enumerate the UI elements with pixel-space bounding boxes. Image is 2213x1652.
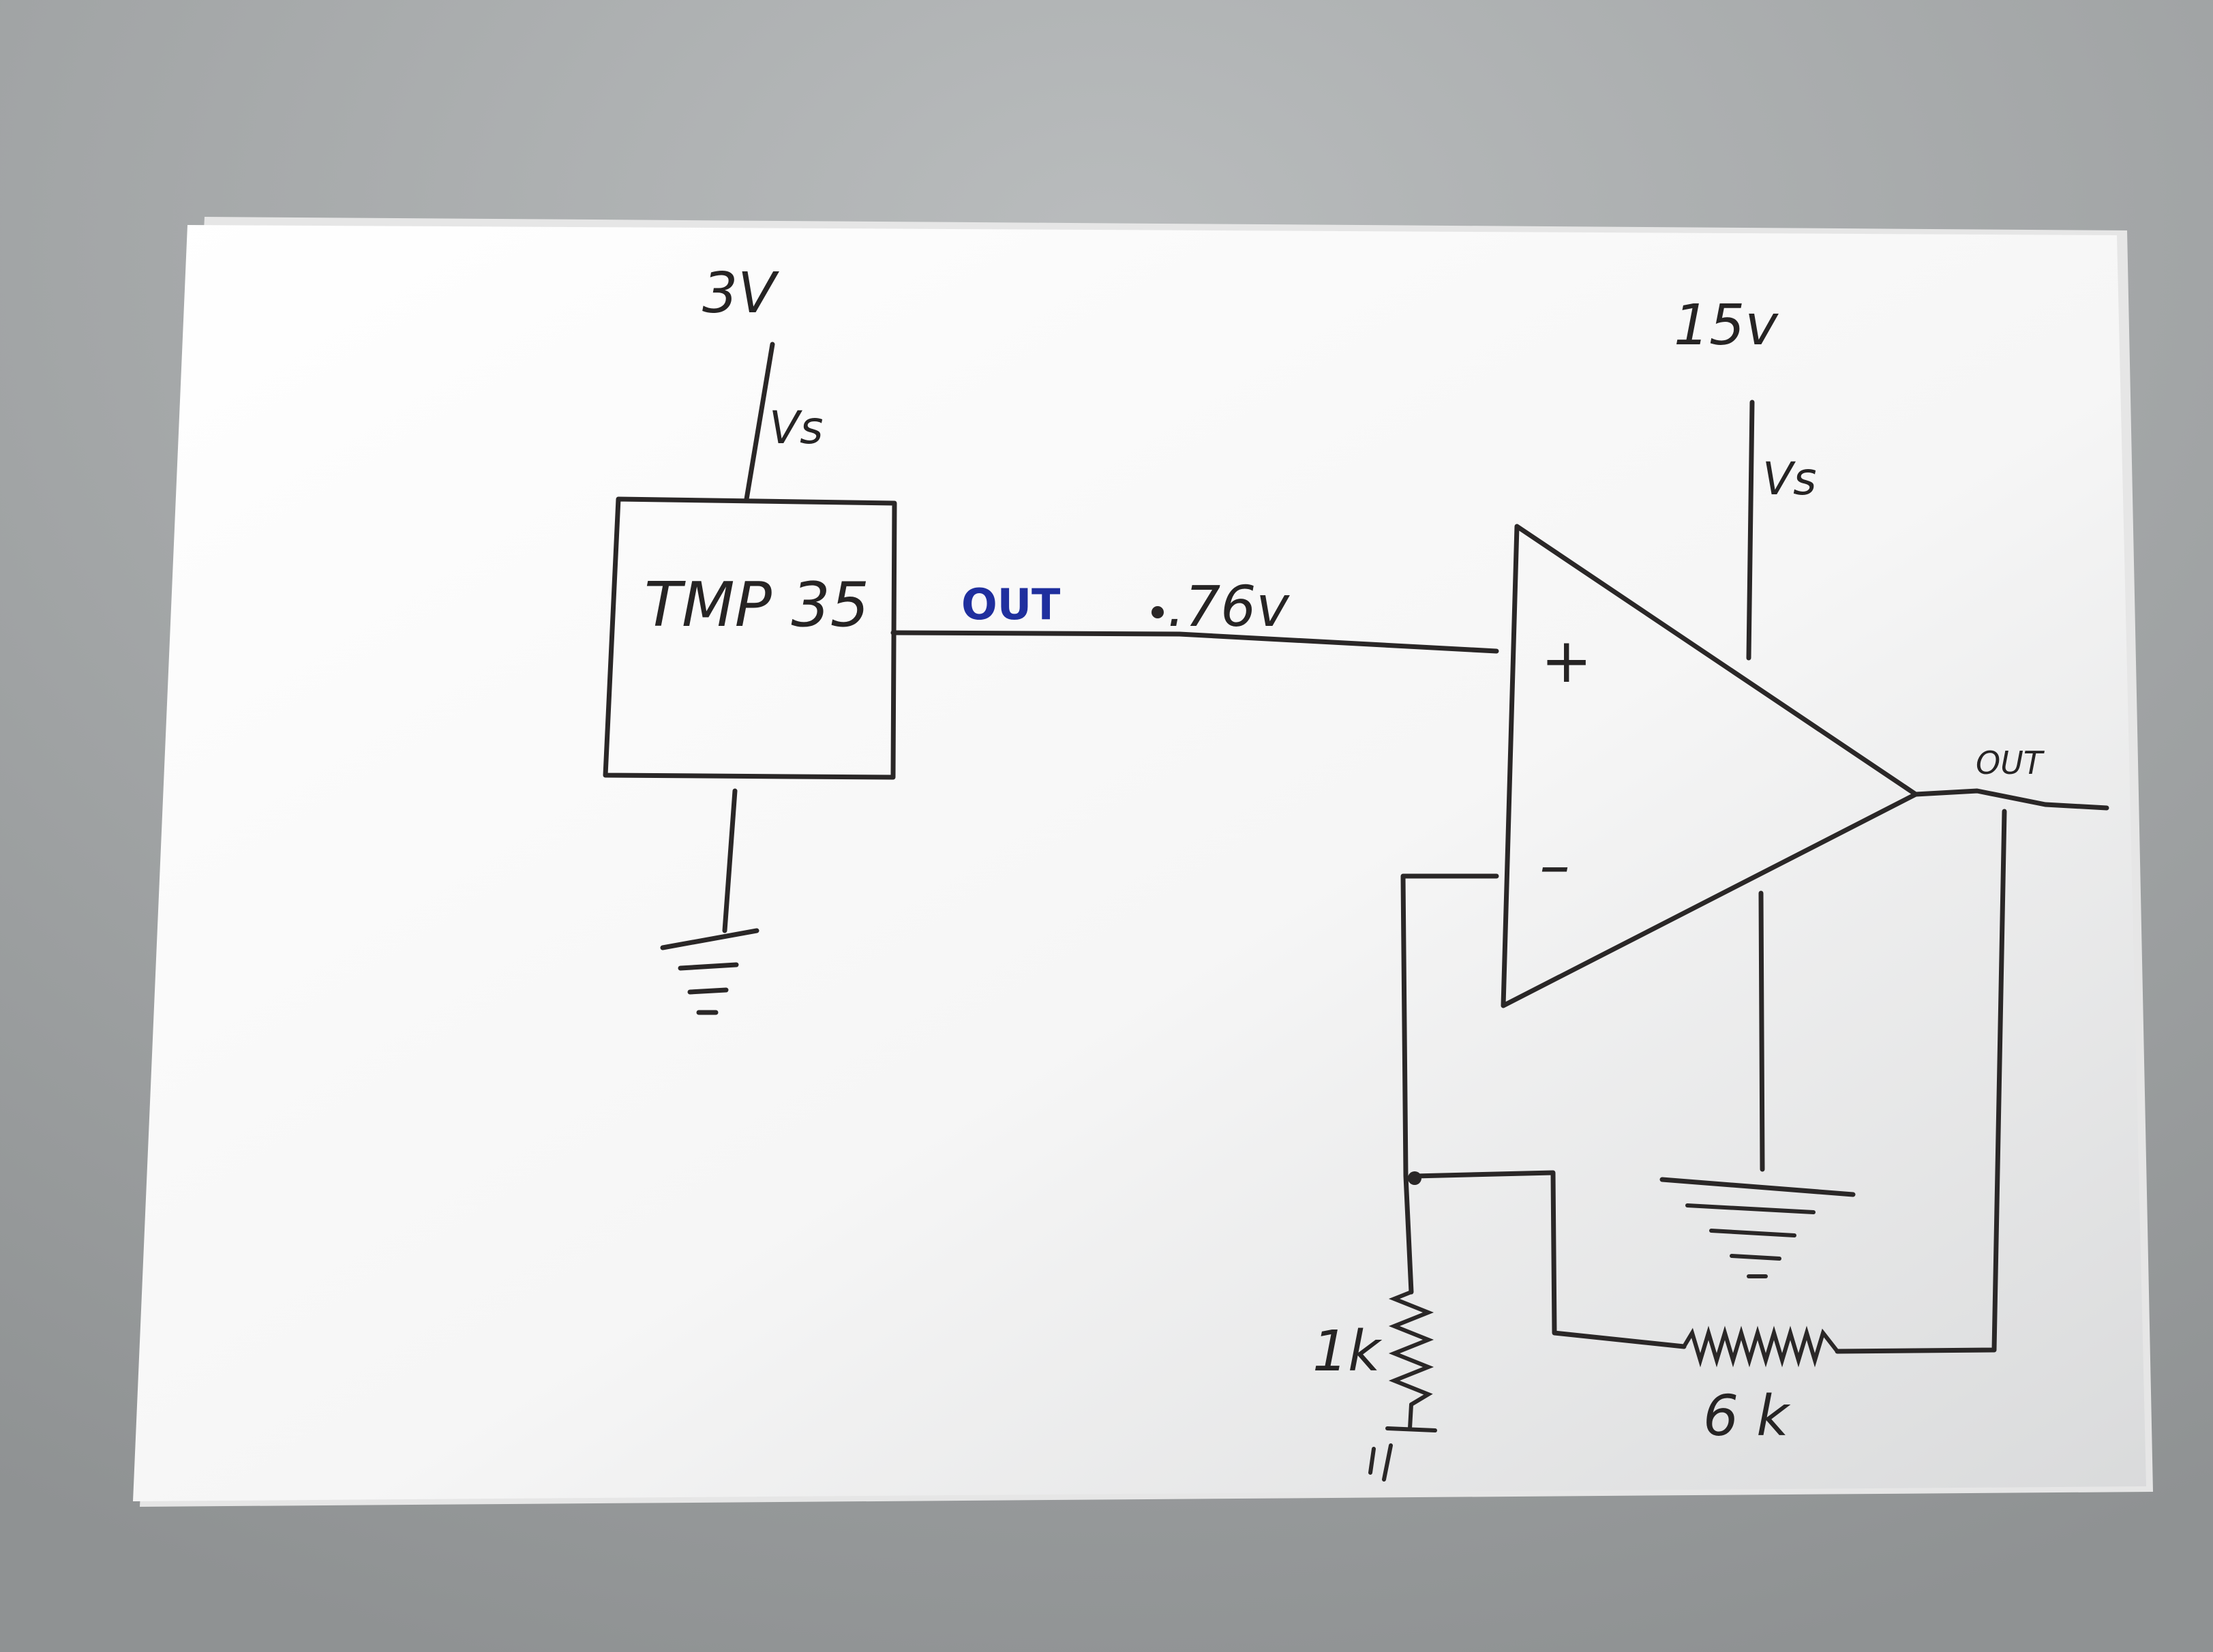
tmp35-supply-wire	[744, 342, 775, 502]
opamp-minus-label: –	[1539, 830, 1570, 901]
ground-symbol-icon	[1659, 1177, 1856, 1278]
opamp-output-label: OUT	[1976, 745, 2045, 781]
resistor-1k-zigzag	[1388, 1290, 1434, 1407]
inverting-input-wire	[1400, 873, 1499, 1295]
feedback-loop-wire	[1835, 809, 2007, 1354]
opamp-supply-wire	[1746, 400, 1755, 661]
opamp-output-wire	[1913, 788, 2109, 811]
opamp-triangle	[1501, 524, 1918, 1008]
opamp-ground-wire	[1758, 890, 1765, 1172]
tmp35-box	[603, 496, 897, 780]
tmp35-label: TMP 35	[644, 569, 869, 641]
resistor-1k-label: 1k	[1312, 1319, 1383, 1384]
opamp-supply-voltage: 15v	[1674, 293, 1779, 358]
paper-sheet	[133, 225, 2146, 1501]
sensor-output-wire	[890, 630, 1499, 654]
ground-symbol-icon	[1368, 1402, 1437, 1482]
ground-symbol-icon	[660, 928, 759, 1015]
sensor-output-label: OUT	[961, 580, 1060, 629]
opamp-section: 15v Vs + – OUT 1k 6 k	[1312, 293, 2109, 1482]
tmp35-section: 3V Vs TMP 35 OUT .76v	[603, 261, 1499, 1015]
feedback-node-wire	[1412, 1170, 1687, 1349]
resistor-6k-label: 6 k	[1703, 1384, 1791, 1449]
sensor-output-voltage: .76v	[1167, 575, 1290, 640]
tmp35-supply-pin: Vs	[769, 402, 824, 454]
feedback-junction-dot	[1408, 1171, 1421, 1185]
opamp-plus-label: +	[1541, 625, 1592, 697]
sensor-output-node-dot	[1151, 606, 1164, 618]
tmp35-ground-wire	[722, 788, 738, 933]
opamp-supply-pin: Vs	[1762, 453, 1817, 505]
resistor-6k-zigzag	[1682, 1325, 1839, 1368]
tmp35-supply-voltage: 3V	[702, 261, 779, 326]
